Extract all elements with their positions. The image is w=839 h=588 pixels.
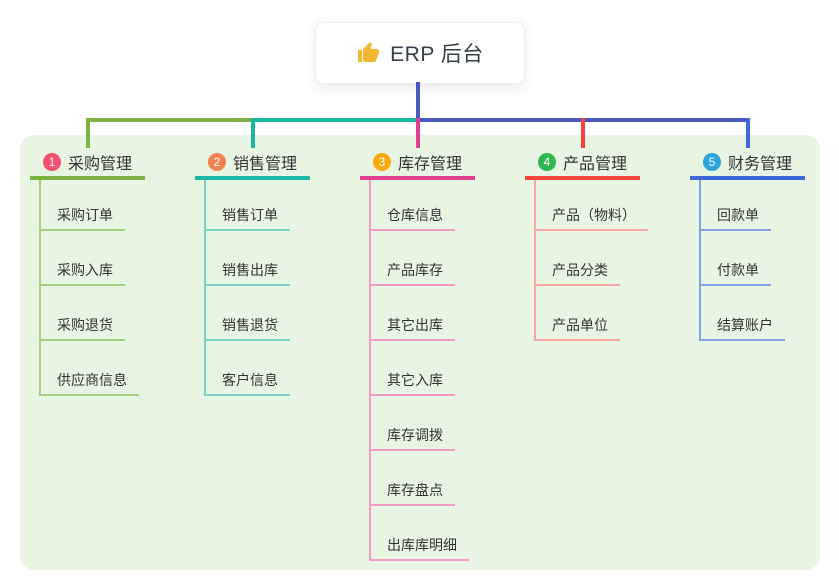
trunk-connector-line: [415, 82, 420, 122]
branch-title-label: 财务管理: [727, 156, 792, 173]
branch-number-badge: 1: [42, 153, 61, 171]
child-node[interactable]: 库存调拨: [369, 425, 455, 451]
child-node[interactable]: 销售出库: [204, 260, 290, 286]
branch-drop-line: [250, 118, 255, 148]
branch-spine-line: [534, 180, 536, 341]
child-node[interactable]: 客户信息: [204, 370, 290, 396]
branch-drop-line: [85, 118, 90, 148]
branch-node-3[interactable]: 3 库存管理: [360, 148, 475, 180]
branch-drop-line: [745, 118, 750, 148]
child-node[interactable]: 产品单位: [534, 315, 620, 341]
child-node[interactable]: 采购退货: [39, 315, 125, 341]
connector-bar-segment: [85, 118, 253, 122]
branch-spine-line: [369, 180, 371, 561]
branch-spine-line: [39, 180, 41, 396]
child-node[interactable]: 结算账户: [699, 315, 785, 341]
branch-group-panel: [20, 135, 820, 570]
child-node[interactable]: 销售订单: [204, 205, 290, 231]
branch-node-2[interactable]: 2 销售管理: [195, 148, 310, 180]
branch-spine-line: [204, 180, 206, 396]
branch-number-badge: 3: [372, 153, 391, 171]
child-node[interactable]: 出库库明细: [369, 535, 469, 561]
branch-number-badge: 4: [537, 153, 556, 171]
branch-node-5[interactable]: 5 财务管理: [690, 148, 805, 180]
child-node[interactable]: 其它入库: [369, 370, 455, 396]
child-node[interactable]: 采购订单: [39, 205, 125, 231]
branch-drop-line: [580, 118, 585, 148]
branch-title-label: 产品管理: [562, 156, 627, 173]
branch-node-4[interactable]: 4 产品管理: [525, 148, 640, 180]
branch-drop-line: [415, 118, 420, 148]
child-node[interactable]: 产品分类: [534, 260, 620, 286]
connector-bar-segment: [252, 118, 418, 122]
root-node-label: ERP 后台: [390, 43, 484, 66]
child-node[interactable]: 库存盘点: [369, 480, 455, 506]
branch-number-badge: 2: [207, 153, 226, 171]
branch-title-label: 销售管理: [232, 156, 297, 173]
branch-title-label: 采购管理: [67, 156, 132, 173]
child-node[interactable]: 产品库存: [369, 260, 455, 286]
branch-node-1[interactable]: 1 采购管理: [30, 148, 145, 180]
thumbs-up-icon: [358, 42, 380, 62]
branch-title-label: 库存管理: [397, 156, 462, 173]
child-node[interactable]: 仓库信息: [369, 205, 455, 231]
branch-spine-line: [699, 180, 701, 341]
child-node[interactable]: 其它出库: [369, 315, 455, 341]
root-node[interactable]: ERP 后台: [315, 22, 525, 84]
child-node[interactable]: 产品（物料）: [534, 205, 648, 231]
child-node[interactable]: 采购入库: [39, 260, 125, 286]
branch-number-badge: 5: [702, 153, 721, 171]
child-node[interactable]: 供应商信息: [39, 370, 139, 396]
child-node[interactable]: 销售退货: [204, 315, 290, 341]
child-node[interactable]: 回款单: [699, 205, 771, 231]
child-node[interactable]: 付款单: [699, 260, 771, 286]
